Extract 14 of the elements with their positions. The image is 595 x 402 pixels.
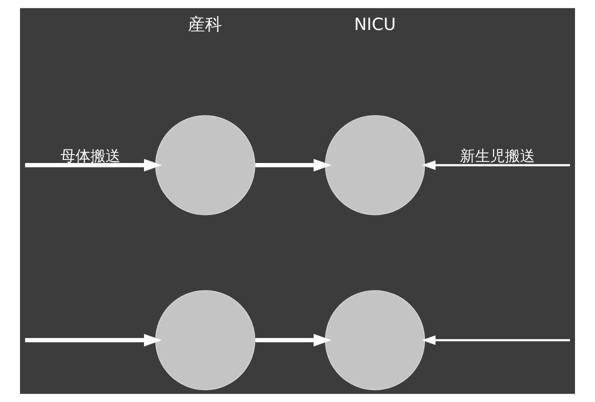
arrow bbox=[255, 334, 332, 346]
edge-label: 新生児搬送 bbox=[460, 148, 535, 166]
node-circle bbox=[155, 290, 256, 390]
edge-label: 母体搬送 bbox=[60, 148, 120, 166]
label: 産科 bbox=[188, 14, 222, 34]
node-circle bbox=[155, 115, 256, 216]
arrow bbox=[25, 158, 162, 172]
arrow bbox=[422, 335, 570, 345]
label: NICU bbox=[354, 14, 396, 34]
arrow bbox=[422, 160, 570, 170]
arrow bbox=[25, 334, 162, 346]
node-circle bbox=[324, 115, 426, 216]
node-circle bbox=[324, 290, 426, 390]
arrow bbox=[255, 158, 332, 172]
